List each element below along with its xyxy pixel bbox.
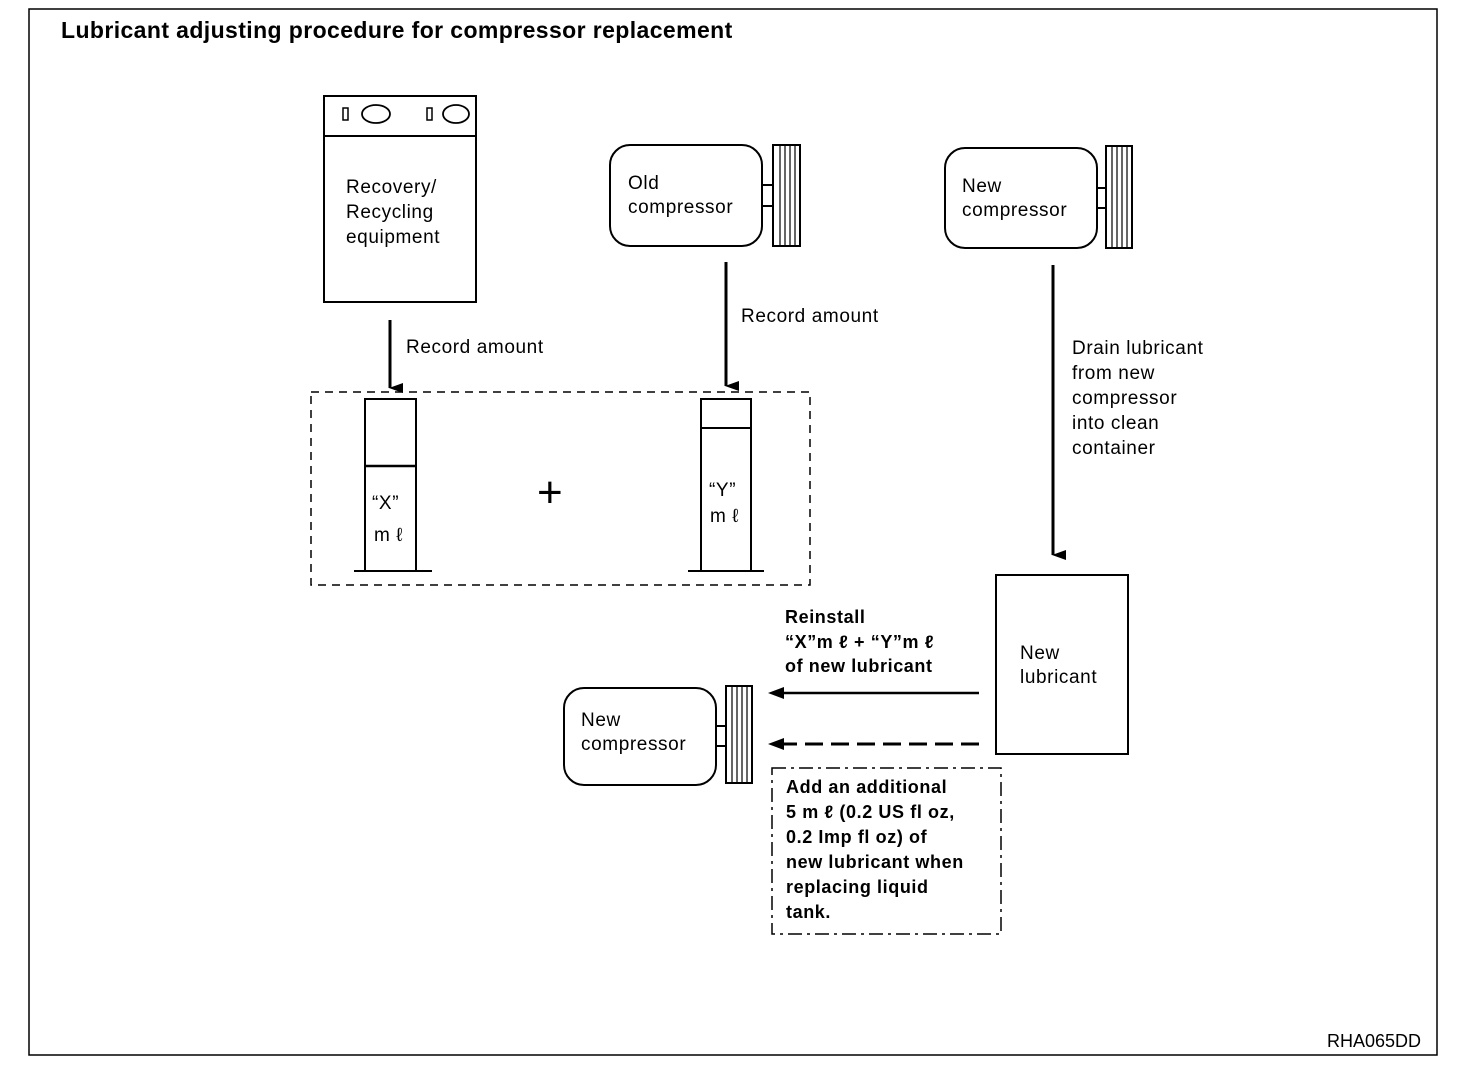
gauge-icon <box>342 104 391 124</box>
record-amount-left: Record amount <box>406 337 544 358</box>
figure-title: Lubricant adjusting procedure for compre… <box>61 17 733 43</box>
measurement-box <box>310 391 811 586</box>
new-lubricant-label: New lubricant <box>1020 643 1097 688</box>
new-lubricant-label-line: lubricant <box>1020 667 1097 688</box>
cylinder-x-label: “X” m ℓ <box>372 493 405 546</box>
recovery-label-line: equipment <box>346 227 440 248</box>
new-compressor-bottom-label-line: compressor <box>581 734 686 755</box>
old-compressor: Old compressor <box>609 144 801 247</box>
new-compressor-bottom: New compressor <box>563 685 753 786</box>
reinstall-note-line: of new lubricant <box>785 656 933 676</box>
figure-frame <box>28 8 1438 1056</box>
cylinder-x-label-line: “X” <box>372 493 399 514</box>
additional-note-line: 5 m ℓ (0.2 US fl oz, <box>786 802 955 822</box>
cylinder-y-label-line: “Y” <box>709 480 736 501</box>
reinstall-note-line: “X”m ℓ + “Y”m ℓ <box>785 632 934 652</box>
recovery-equipment: Recovery/ Recycling equipment <box>323 95 477 303</box>
reinstall-note-line: Reinstall <box>785 607 865 627</box>
new-compressor-top-label-line: New <box>962 176 1002 197</box>
drain-note-line: from new <box>1072 363 1155 384</box>
new-compressor-top: New compressor <box>944 145 1133 249</box>
gauge-icon <box>426 104 470 124</box>
drain-note: Drain lubricant from new compressor into… <box>1072 338 1209 459</box>
reinstall-note: Reinstall “X”m ℓ + “Y”m ℓ of new lubrica… <box>785 607 940 676</box>
arrow-reinstall <box>768 687 979 699</box>
clutch-pulley-icon <box>772 144 801 247</box>
cylinder-x-label-line: m ℓ <box>374 525 403 546</box>
recovery-label: Recovery/ Recycling equipment <box>346 177 443 248</box>
old-compressor-label-line: compressor <box>628 197 733 218</box>
recovery-label-line: Recycling <box>346 202 434 223</box>
recovery-label-line: Recovery/ <box>346 177 437 198</box>
drain-note-line: container <box>1072 438 1156 459</box>
cylinder-y-label: “Y” m ℓ <box>709 480 742 527</box>
measuring-cylinder-y: “Y” m ℓ <box>688 398 764 572</box>
additional-note-box <box>771 767 1002 935</box>
drain-note-line: compressor <box>1072 388 1177 409</box>
clutch-pulley-icon <box>725 685 753 784</box>
additional-note-line: Add an additional <box>786 777 947 797</box>
old-compressor-label-line: Old <box>628 173 659 194</box>
cylinder-y-label-line: m ℓ <box>710 506 739 527</box>
new-compressor-top-label: New compressor <box>962 176 1067 221</box>
clutch-pulley-icon <box>1105 145 1133 249</box>
measuring-cylinder-x: “X” m ℓ <box>354 398 432 572</box>
additional-note-line: new lubricant when <box>786 852 964 872</box>
additional-note-line: 0.2 Imp fl oz) of <box>786 827 928 847</box>
additional-note-line: tank. <box>786 902 831 922</box>
new-compressor-top-label-line: compressor <box>962 200 1067 221</box>
new-lubricant-container: New lubricant <box>995 574 1129 755</box>
additional-note: Add an additional 5 m ℓ (0.2 US fl oz, 0… <box>786 777 969 922</box>
old-compressor-label: Old compressor <box>628 173 733 218</box>
drain-note-line: Drain lubricant <box>1072 338 1204 359</box>
additional-note-line: replacing liquid <box>786 877 929 897</box>
drain-note-line: into clean <box>1072 413 1159 434</box>
new-compressor-bottom-label-line: New <box>581 710 621 731</box>
new-compressor-bottom-label: New compressor <box>581 710 686 755</box>
record-amount-right: Record amount <box>741 306 879 327</box>
plus-sign: + <box>537 468 563 517</box>
figure-code: RHA065DD <box>1327 1031 1421 1051</box>
new-lubricant-label-line: New <box>1020 643 1060 664</box>
arrow-additional-dashed <box>768 738 979 750</box>
